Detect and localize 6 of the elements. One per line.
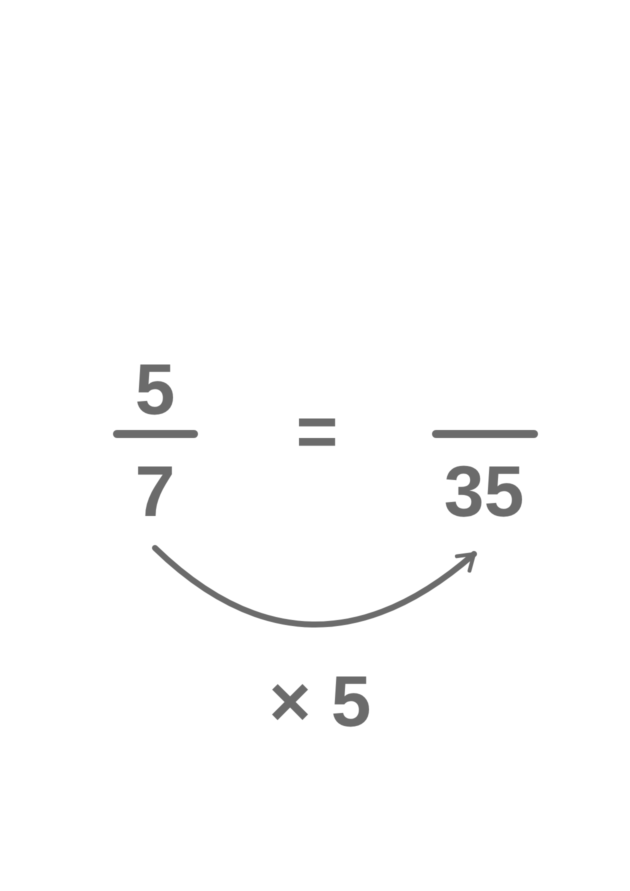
curved-arrow <box>152 545 477 628</box>
number: 7 <box>118 452 192 532</box>
equals-sign: = <box>294 392 340 472</box>
numerator: 5 <box>134 350 176 430</box>
number: 35 <box>425 452 543 532</box>
edge-label: × 5 <box>268 662 372 742</box>
